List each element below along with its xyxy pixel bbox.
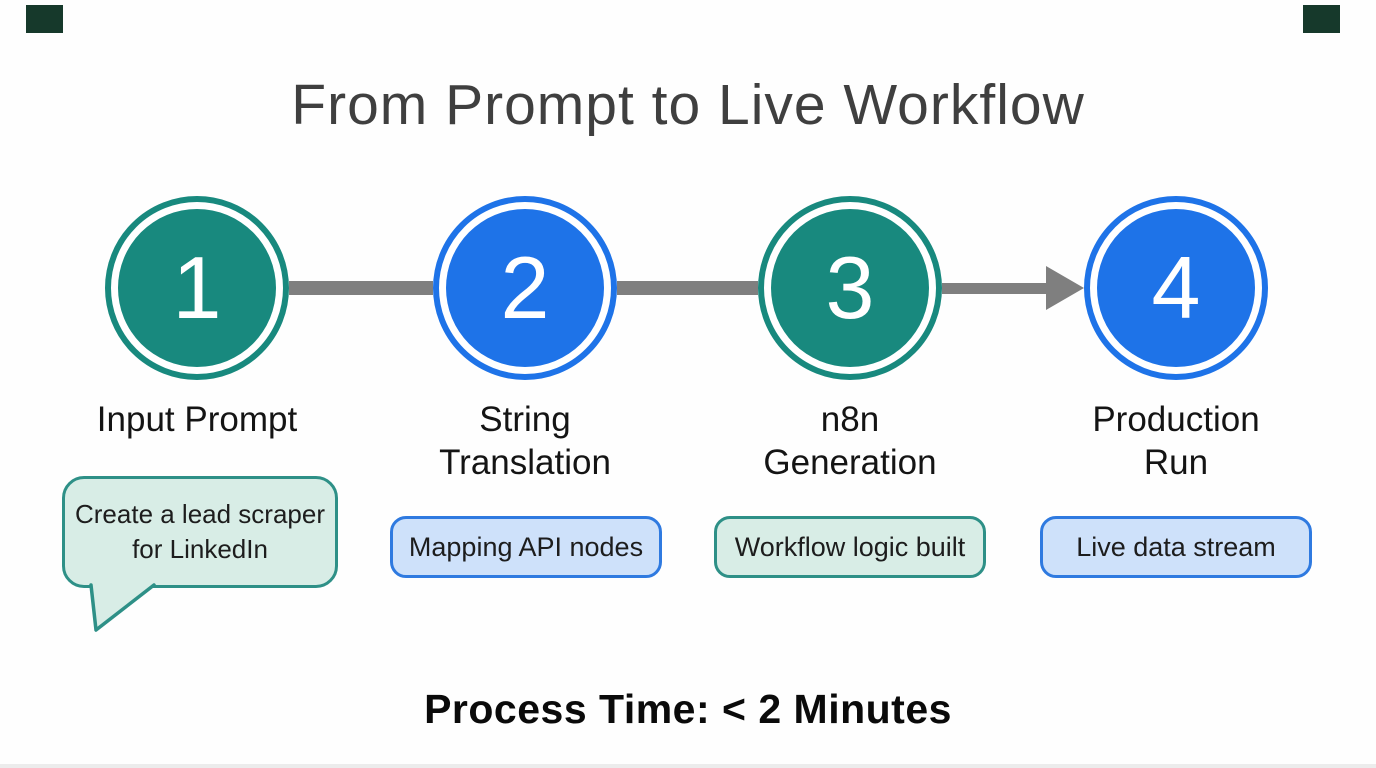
callout-box-step-3: Workflow logic built: [714, 516, 986, 578]
process-time-text: Process Time: < 2 Minutes: [424, 686, 952, 732]
step-label-line: Generation: [763, 443, 937, 483]
step-circle-2-disc: 2: [446, 209, 604, 367]
callout-box-step-4: Live data stream: [1040, 516, 1312, 578]
step-label-production-run: Production Run: [1016, 398, 1336, 485]
step-number-3: 3: [825, 238, 875, 337]
callout-text-line: Live data stream: [1076, 531, 1276, 562]
corner-mark-left: [26, 5, 63, 33]
arrow-right-icon: [1046, 266, 1084, 310]
step-circle-3: 3: [758, 196, 942, 380]
step-label-line: Translation: [439, 443, 611, 483]
step-circle-2: 2: [433, 196, 617, 380]
step-label-string-translation: String Translation: [365, 398, 685, 485]
speech-bubble-tail: [89, 583, 156, 632]
step-number-1: 1: [172, 238, 222, 337]
corner-mark-right: [1303, 5, 1340, 33]
step-circle-1-disc: 1: [118, 209, 276, 367]
bottom-edge-line: [0, 764, 1376, 768]
step-circle-4-disc: 4: [1097, 209, 1255, 367]
step-number-4: 4: [1151, 238, 1201, 337]
callout-text-line: Mapping API nodes: [408, 531, 644, 562]
step-label-line: Run: [1143, 443, 1209, 483]
callout-text-line: Workflow logic built: [734, 531, 966, 562]
step-circle-1: 1: [105, 196, 289, 380]
step-circle-3-disc: 3: [771, 209, 929, 367]
connector-bar-1: [289, 281, 433, 295]
step-label-line: Production: [1092, 400, 1260, 439]
connector-bar-3: [942, 283, 1048, 294]
callout-text-line: Create a lead scraper: [74, 498, 326, 529]
step-label-line: n8n: [820, 400, 880, 439]
page-title: From Prompt to Live Workflow: [291, 73, 1085, 137]
step-label-input-prompt: Input Prompt: [37, 398, 357, 441]
step-label-line: String: [479, 400, 571, 439]
callout-text-line: for LinkedIn: [132, 534, 268, 564]
callout-box-step-2: Mapping API nodes: [390, 516, 662, 578]
step-label-line: Input Prompt: [96, 400, 298, 439]
step-circle-4: 4: [1084, 196, 1268, 380]
step-number-2: 2: [500, 238, 550, 337]
callout-speech-bubble-step-1: Create a lead scraper for LinkedIn: [62, 476, 338, 588]
connector-bar-2: [617, 281, 758, 295]
step-label-n8n-generation: n8n Generation: [690, 398, 1010, 485]
